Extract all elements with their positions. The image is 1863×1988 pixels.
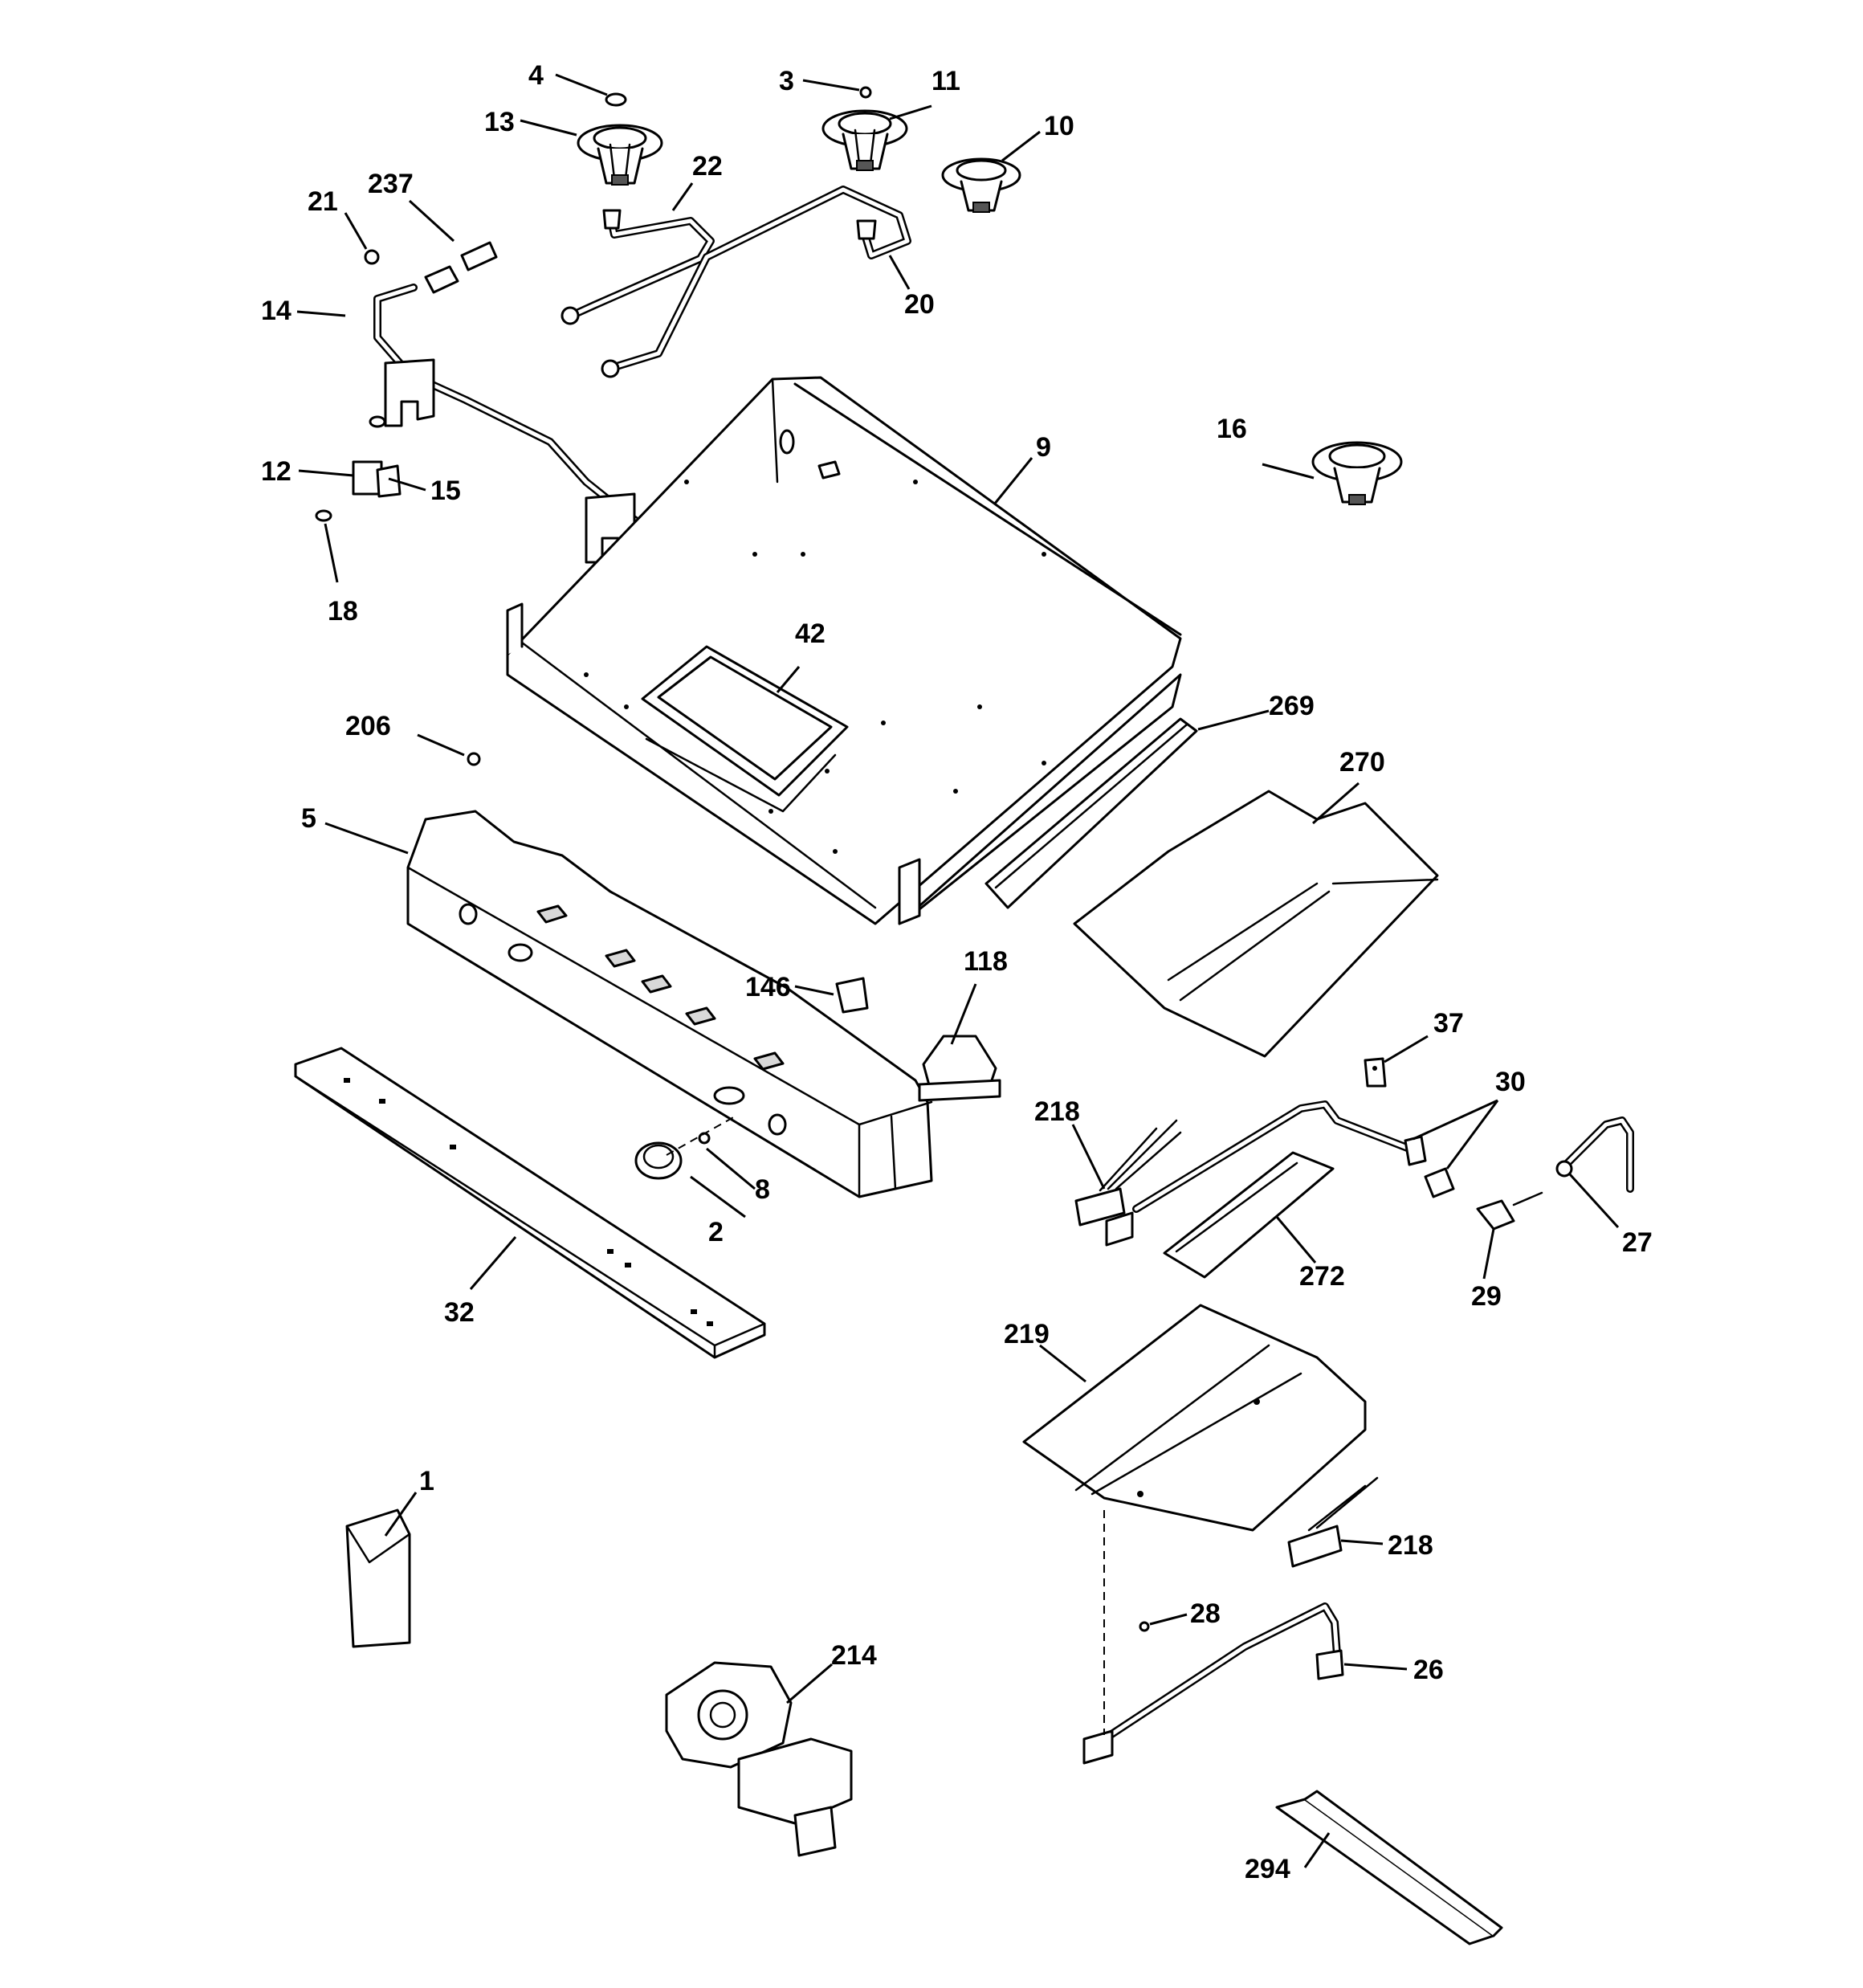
- clip-146[interactable]: [835, 977, 869, 1014]
- callout-206: 206: [345, 711, 391, 741]
- igniter-218-bottom[interactable]: [1287, 1476, 1379, 1568]
- tube-30[interactable]: [1132, 1100, 1427, 1213]
- callout-32: 32: [444, 1297, 475, 1328]
- callout-42: 42: [795, 618, 826, 649]
- orifice-29[interactable]: [1476, 1191, 1543, 1231]
- callout-5: 5: [301, 803, 316, 834]
- mounting-rail-294[interactable]: [1275, 1790, 1503, 1945]
- callout-11: 11: [932, 66, 960, 96]
- screw-8[interactable]: [698, 1132, 711, 1145]
- callout-146: 146: [745, 972, 791, 1002]
- screw-28[interactable]: [1139, 1621, 1150, 1632]
- burner-base-16[interactable]: [1311, 441, 1403, 505]
- callout-16: 16: [1217, 414, 1247, 444]
- washer-18[interactable]: [315, 509, 332, 522]
- leader-lines: [296, 73, 1620, 1868]
- callout-20: 20: [904, 289, 935, 320]
- burner-rail-272[interactable]: [1105, 1151, 1335, 1279]
- gas-valve-214[interactable]: [665, 1661, 853, 1857]
- bracket-37[interactable]: [1364, 1057, 1387, 1088]
- callout-26: 26: [1413, 1655, 1444, 1685]
- burner-tube-20[interactable]: [601, 186, 911, 378]
- burner-base-11[interactable]: [821, 109, 908, 171]
- callout-37: 37: [1433, 1008, 1464, 1039]
- igniter-218-top[interactable]: [1074, 1119, 1182, 1227]
- burner-26[interactable]: [1082, 1602, 1344, 1765]
- callout-labels: 4 3 11 13 10 22 21 237 14 20 9 16 12 15 …: [261, 60, 1653, 1884]
- callout-272: 272: [1299, 1261, 1345, 1292]
- callout-30: 30: [1495, 1067, 1526, 1097]
- callout-219: 219: [1004, 1319, 1050, 1349]
- opening-plate-42[interactable]: [641, 645, 849, 813]
- callout-27: 27: [1622, 1227, 1653, 1258]
- manifold-panel-5[interactable]: [406, 810, 933, 1198]
- callout-237: 237: [368, 169, 414, 199]
- callout-28: 28: [1190, 1598, 1221, 1629]
- washer-small: [369, 415, 386, 428]
- callout-18: 18: [328, 596, 358, 627]
- valve-15[interactable]: [376, 464, 402, 498]
- nut-4[interactable]: [605, 92, 627, 107]
- callout-8: 8: [755, 1174, 770, 1205]
- angle-bracket-269[interactable]: [984, 717, 1198, 909]
- callout-12: 12: [261, 456, 291, 487]
- knob-2[interactable]: [634, 1141, 683, 1180]
- callout-10: 10: [1044, 111, 1074, 141]
- burner-box-9[interactable]: [506, 376, 1182, 925]
- callout-14: 14: [261, 296, 291, 326]
- callout-29: 29: [1471, 1281, 1502, 1312]
- callout-214: 214: [831, 1640, 877, 1671]
- grommet-118[interactable]: [918, 1035, 1001, 1102]
- heat-shield-219[interactable]: [1022, 1304, 1367, 1532]
- callout-15: 15: [430, 476, 461, 506]
- callout-4: 4: [528, 60, 544, 91]
- callout-218-bottom: 218: [1388, 1530, 1433, 1561]
- burner-base-13[interactable]: [577, 124, 663, 186]
- fitting-237[interactable]: [424, 241, 498, 294]
- screw-21[interactable]: [364, 249, 380, 265]
- burner-tube-22[interactable]: [561, 209, 715, 325]
- trim-strip-32[interactable]: [294, 1047, 766, 1359]
- shield-270[interactable]: [1073, 790, 1439, 1058]
- callout-3: 3: [779, 66, 794, 96]
- callout-270: 270: [1339, 747, 1385, 778]
- callout-1: 1: [419, 1466, 434, 1496]
- callout-21: 21: [308, 186, 338, 217]
- callout-2: 2: [708, 1217, 724, 1247]
- callout-118: 118: [964, 946, 1008, 977]
- callout-22: 22: [692, 151, 723, 182]
- callout-13: 13: [484, 107, 515, 137]
- fitting-30[interactable]: [1424, 1167, 1455, 1198]
- screw-206[interactable]: [467, 752, 481, 766]
- callout-269: 269: [1269, 691, 1315, 721]
- screw-3[interactable]: [859, 86, 872, 99]
- burner-base-10[interactable]: [941, 157, 1021, 213]
- gas-line-27[interactable]: [1555, 1116, 1634, 1193]
- manifold-14[interactable]: [373, 284, 677, 564]
- envelope-1[interactable]: [345, 1508, 411, 1648]
- callout-294: 294: [1245, 1854, 1290, 1884]
- callout-9: 9: [1036, 432, 1051, 463]
- callout-218-top: 218: [1034, 1096, 1080, 1127]
